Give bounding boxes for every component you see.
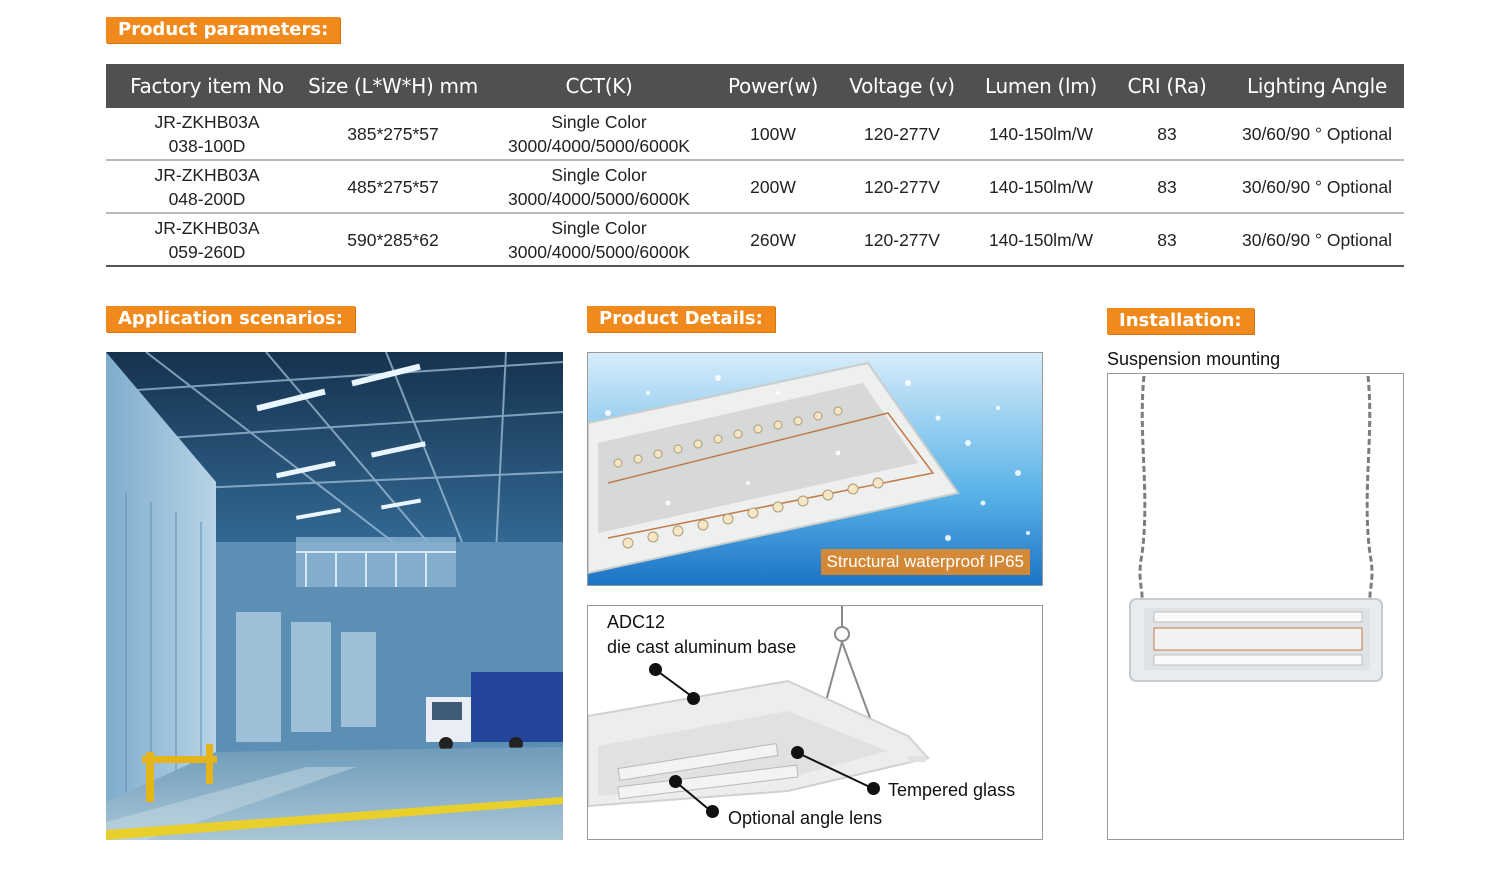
base-label-line2: die cast aluminum base	[607, 637, 797, 657]
suspension-mounting-label: Suspension mounting	[1107, 349, 1281, 369]
cell-power: 200W	[720, 160, 826, 214]
lens-label: Optional angle lens	[728, 808, 883, 828]
lens-marker-start	[669, 775, 682, 788]
cct-line2: 3000/4000/5000/6000K	[508, 188, 690, 209]
base-label-line1: ADC12	[607, 612, 666, 632]
cct-line2: 3000/4000/5000/6000K	[508, 241, 690, 262]
cell-voltage: 120-277V	[826, 108, 978, 161]
item-line1: JR-ZKHB03A	[154, 164, 260, 185]
cct-line1: Single Color	[551, 111, 647, 132]
cell-item: JR-ZKHB03A 048-200D	[106, 160, 308, 214]
product-parameters-table: Factory item No Size (L*W*H) mm CCT(K) P…	[106, 64, 1404, 267]
cct-line2: 3000/4000/5000/6000K	[508, 135, 690, 156]
cell-size: 590*285*62	[308, 213, 478, 267]
cell-cri: 83	[1104, 108, 1230, 161]
header-factory-item: Factory item No	[106, 64, 308, 108]
cell-item: JR-ZKHB03A 059-260D	[106, 213, 308, 267]
cell-voltage: 120-277V	[826, 160, 978, 214]
cell-cct: Single Color 3000/4000/5000/6000K	[478, 213, 720, 267]
item-line1: JR-ZKHB03A	[154, 217, 260, 238]
cell-lumen: 140-150lm/W	[978, 213, 1104, 267]
installation-title: Installation:	[1107, 308, 1254, 334]
cell-power: 100W	[720, 108, 826, 161]
base-marker-end	[687, 692, 700, 705]
header-lighting-angle: Lighting Angle	[1230, 64, 1404, 108]
cct-line1: Single Color	[551, 164, 647, 185]
header-size: Size (L*W*H) mm	[308, 64, 478, 108]
item-line1: JR-ZKHB03A	[154, 111, 260, 132]
item-line2: 038-100D	[168, 135, 246, 156]
item-line2: 048-200D	[168, 188, 246, 209]
cell-lumen: 140-150lm/W	[978, 160, 1104, 214]
glass-marker-end	[867, 782, 880, 795]
header-voltage: Voltage (v)	[826, 64, 978, 108]
table-header-row: Factory item No Size (L*W*H) mm CCT(K) P…	[106, 64, 1404, 108]
cell-angle: 30/60/90 ° Optional	[1230, 160, 1404, 214]
header-lumen: Lumen (lm)	[978, 64, 1104, 108]
cell-cri: 83	[1104, 160, 1230, 214]
glass-label: Tempered glass	[888, 780, 1016, 800]
header-cri: CRI (Ra)	[1104, 64, 1230, 108]
waterproof-caption: Structural waterproof IP65	[820, 549, 1030, 575]
table-row: JR-ZKHB03A 038-100D 385*275*57 Single Col…	[106, 108, 1404, 161]
cell-size: 485*275*57	[308, 160, 478, 214]
cell-voltage: 120-277V	[826, 213, 978, 267]
header-power: Power(w)	[720, 64, 826, 108]
application-scenarios-title: Application scenarios:	[106, 306, 355, 332]
installation-photo	[1107, 373, 1404, 840]
fixture-diagram: ADC12 die cast aluminum base Tempered gl…	[587, 605, 1043, 840]
table-row: JR-ZKHB03A 048-200D 485*275*57 Single Col…	[106, 160, 1404, 214]
cell-angle: 30/60/90 ° Optional	[1230, 108, 1404, 161]
waterproof-photo: Structural waterproof IP65	[587, 352, 1043, 586]
product-details-title: Product Details:	[587, 306, 775, 332]
item-line2: 059-260D	[168, 241, 246, 262]
cell-angle: 30/60/90 ° Optional	[1230, 213, 1404, 267]
cell-size: 385*275*57	[308, 108, 478, 161]
warehouse-photo	[106, 352, 563, 840]
product-parameters-title: Product parameters:	[106, 17, 341, 43]
lens-marker-end	[706, 805, 719, 818]
cell-lumen: 140-150lm/W	[978, 108, 1104, 161]
cell-cri: 83	[1104, 213, 1230, 267]
table-row: JR-ZKHB03A 059-260D 590*285*62 Single Col…	[106, 213, 1404, 267]
glass-marker-start	[791, 746, 804, 759]
header-cct: CCT(K)	[478, 64, 720, 108]
cct-line1: Single Color	[551, 217, 647, 238]
cell-cct: Single Color 3000/4000/5000/6000K	[478, 108, 720, 161]
cell-cct: Single Color 3000/4000/5000/6000K	[478, 160, 720, 214]
cell-power: 260W	[720, 213, 826, 267]
cell-item: JR-ZKHB03A 038-100D	[106, 108, 308, 161]
base-marker-start	[649, 663, 662, 676]
